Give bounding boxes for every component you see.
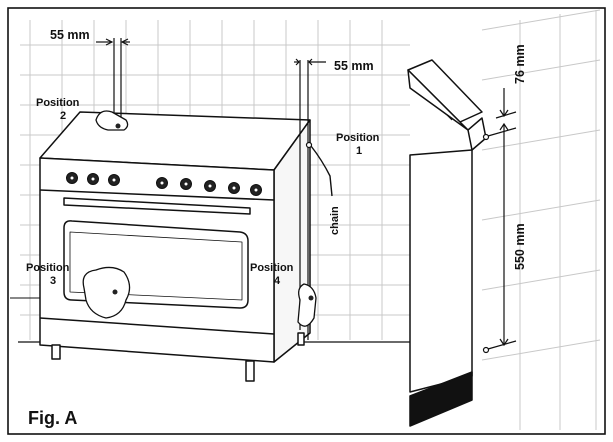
left-gap-guide: [96, 38, 130, 118]
oven-door-handle: [63, 197, 251, 215]
cooker: [39, 111, 311, 382]
label-position-4: Position: [250, 262, 294, 274]
label-position-4-number: 4: [274, 275, 281, 287]
cabinet-side: [409, 149, 473, 393]
hand-icons: [82, 110, 317, 327]
label-position-2-number: 2: [60, 110, 66, 122]
dim-76mm: 76 mm: [513, 44, 527, 84]
right-wall-tiles: [481, 9, 601, 430]
cooker-leg: [245, 360, 255, 382]
chain-line: [310, 145, 333, 197]
figure-caption: Fig. A: [28, 408, 77, 428]
label-position-1: Position: [336, 132, 380, 144]
label-position-1-number: 1: [356, 145, 362, 157]
screw-icon: [112, 289, 118, 295]
dim-left-gap: 55 mm: [50, 28, 90, 42]
cooker-leg: [51, 344, 61, 360]
fixing-hole-icon: [482, 133, 490, 141]
hand-position-4-icon: [297, 283, 317, 327]
cabinet-plinth: [409, 371, 473, 427]
hand-position-3-icon: [82, 266, 131, 319]
dim-550mm: 550 mm: [513, 223, 527, 270]
cooker-leg: [297, 332, 305, 346]
label-position-3: Position: [26, 262, 70, 274]
dim-right-gap: 55 mm: [334, 59, 374, 73]
vertical-dimension-lines: [487, 88, 517, 350]
label-chain: chain: [329, 206, 341, 235]
fixing-hole-icon: [482, 346, 490, 354]
label-position-2: Position: [36, 97, 80, 109]
screw-icon: [115, 123, 121, 129]
screw-icon: [308, 295, 314, 301]
label-position-3-number: 3: [50, 275, 56, 287]
kitchen-cabinet: [407, 59, 487, 427]
chain-hook-icon: [305, 141, 313, 149]
